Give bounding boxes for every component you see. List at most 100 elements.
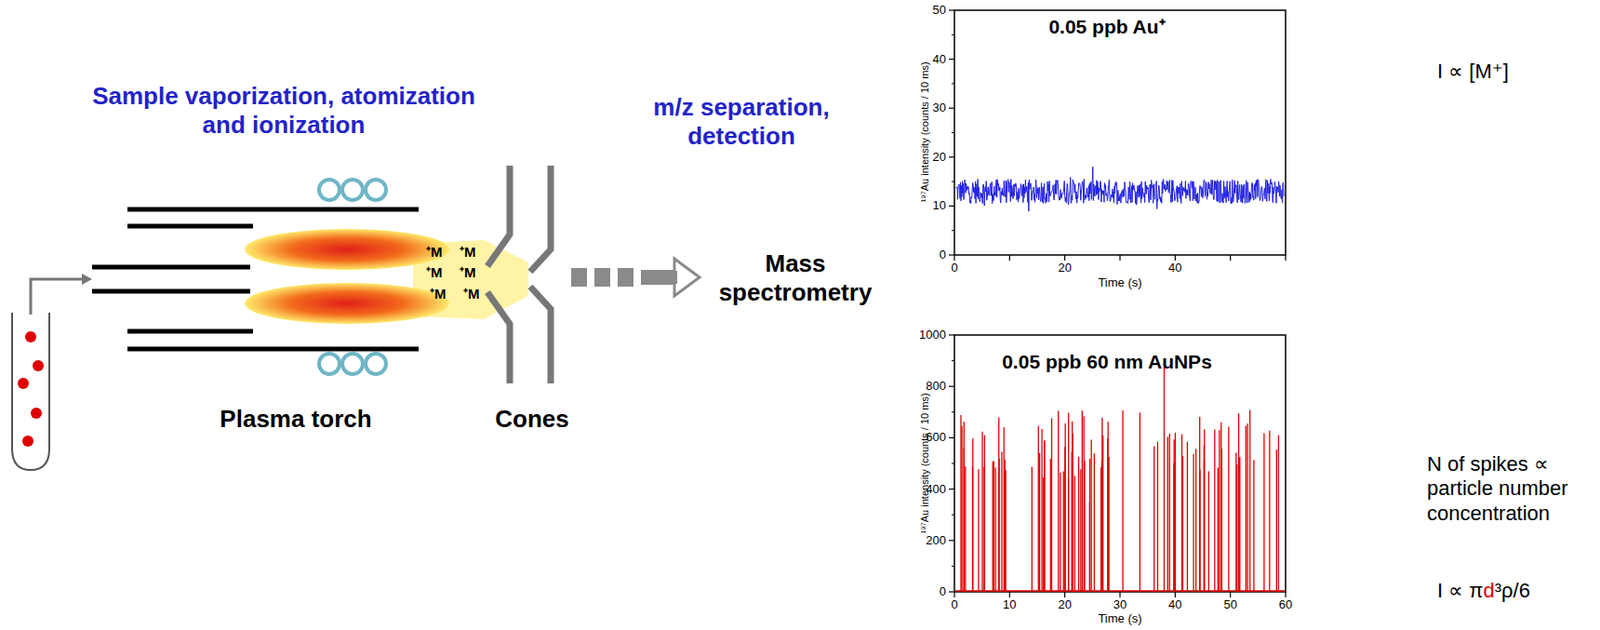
tick-mark <box>948 58 955 60</box>
tick-mark <box>951 229 955 231</box>
label: 50 <box>1223 597 1237 613</box>
particle-spike <box>1169 433 1171 592</box>
tick-mark <box>948 437 955 439</box>
particle-spike <box>977 468 979 592</box>
label: 10 <box>933 198 947 214</box>
particle-spike <box>1173 463 1174 592</box>
tick-mark <box>951 132 955 134</box>
label: 10 <box>1002 597 1016 613</box>
particle-spike <box>1072 433 1074 592</box>
formula: I ∝ πd³ρ/6 <box>1437 578 1531 603</box>
particle-spike <box>1121 410 1123 592</box>
label: Plasma torch <box>219 404 372 434</box>
label: 20 <box>1057 260 1071 276</box>
label: 40 <box>933 52 947 67</box>
tick-mark <box>951 565 955 567</box>
particle-spike <box>1238 413 1240 592</box>
particle-spike <box>1000 452 1002 592</box>
label: 0 <box>939 584 947 600</box>
tick-mark <box>1009 591 1011 598</box>
particle-spike <box>1221 448 1223 592</box>
label: ¹⁹⁷Au intensity (counts / 10 ms) <box>919 392 932 534</box>
particle-spike <box>1100 466 1102 592</box>
tick-mark <box>948 590 955 592</box>
particle-spike <box>1004 459 1006 592</box>
label: 30 <box>1113 597 1127 613</box>
particle-spike <box>981 431 983 592</box>
particle-spike <box>1174 432 1176 592</box>
tick-mark <box>951 82 955 84</box>
label: 20 <box>1057 597 1071 613</box>
label: 400 <box>925 481 947 497</box>
particle-spike <box>1218 429 1220 592</box>
cones <box>487 165 551 384</box>
particle-spike <box>1263 432 1265 592</box>
particle-spike <box>1157 441 1159 592</box>
particle-spike <box>1057 410 1059 592</box>
label: 20 <box>933 149 947 165</box>
tick-mark <box>1009 254 1011 261</box>
particle-spike <box>1063 470 1065 592</box>
particle-spike <box>1253 459 1254 592</box>
tick-mark <box>948 539 955 541</box>
particle-spike <box>1071 451 1073 592</box>
chart-frame <box>954 334 1286 592</box>
particle-spike <box>998 458 1000 592</box>
label: ⁺M <box>463 285 480 303</box>
particle-spike <box>1080 468 1081 592</box>
label: Time (s) <box>1097 275 1142 291</box>
label: Sample vaporization, atomization and ion… <box>79 81 489 140</box>
label: ¹⁹⁷Au intensity (counts / 10 ms) <box>919 61 932 202</box>
tick-mark <box>948 156 955 158</box>
tick-mark <box>953 254 955 261</box>
tick-mark <box>948 333 955 335</box>
particle-spike <box>1050 458 1052 592</box>
particle-spike <box>1278 435 1280 592</box>
particle-spike <box>964 466 966 592</box>
label: Time (s) <box>1097 611 1142 627</box>
label: N of spikes ∝ particle number concentrat… <box>1426 452 1595 526</box>
tick-mark <box>948 205 955 207</box>
particle-spike <box>1003 426 1005 592</box>
particle-spike <box>1051 417 1053 592</box>
particle-spike <box>1043 440 1045 592</box>
particle-spike <box>1203 428 1205 592</box>
tick-mark <box>1229 591 1231 598</box>
particle-spike <box>1163 362 1165 592</box>
tick-mark <box>1064 254 1066 261</box>
label: 1000 <box>919 327 947 343</box>
particle-spike <box>1173 439 1174 592</box>
particle-spike <box>1083 415 1085 592</box>
tick-mark <box>1119 254 1120 261</box>
particle-spike <box>992 461 994 592</box>
label: ⁺M <box>426 264 443 281</box>
label: 0.05 ppb 60 nm AuNPs <box>1001 349 1213 374</box>
particle-spike <box>1071 421 1073 592</box>
particle-spike <box>1081 410 1083 592</box>
sample-tube <box>12 273 93 470</box>
particle-spike <box>1236 464 1238 592</box>
particle-spike <box>984 435 986 592</box>
particle-spike <box>1043 440 1045 592</box>
particle-spike <box>1192 453 1194 592</box>
particle-spike <box>1039 453 1040 592</box>
plasma-flame <box>244 228 450 270</box>
rf-coil <box>319 179 387 374</box>
particle-spike <box>1217 467 1219 592</box>
particle-spike <box>1249 409 1251 592</box>
tick-mark <box>951 411 955 413</box>
particle-spike <box>1059 472 1061 592</box>
tick-mark <box>948 107 955 109</box>
tick-mark <box>948 9 955 11</box>
particle-spike <box>1038 426 1040 592</box>
particle-spike <box>1199 416 1200 592</box>
label: 50 <box>933 2 947 18</box>
particle-spike <box>983 466 985 592</box>
particle-spike <box>1268 430 1270 592</box>
label: 30 <box>933 100 947 116</box>
particle-spike <box>1078 456 1080 592</box>
particle-spike <box>1089 458 1091 592</box>
label: 0.05 ppb Au⁺ <box>1048 14 1165 39</box>
tick-mark <box>948 386 955 387</box>
tick-mark <box>1064 591 1066 598</box>
